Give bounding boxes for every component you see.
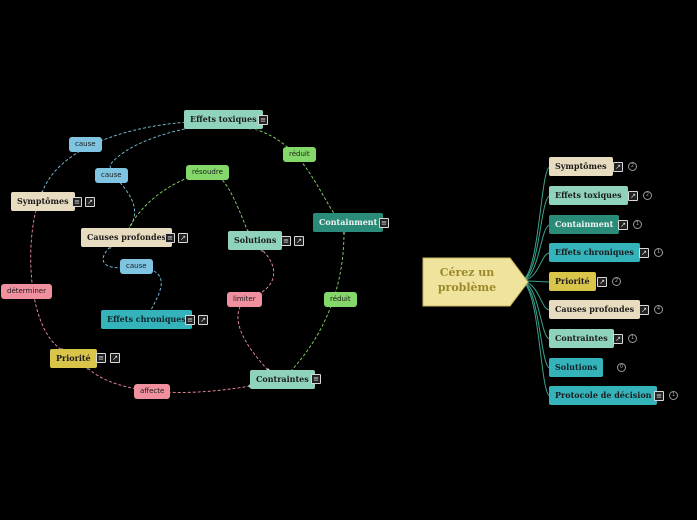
- external-link-icon[interactable]: [613, 162, 623, 172]
- note-icon[interactable]: [72, 197, 82, 207]
- child-count-badge[interactable]: 4: [654, 305, 663, 314]
- edge-label-affecte[interactable]: affecte: [134, 384, 171, 399]
- central-topic[interactable]: Cérez un problème: [422, 257, 530, 307]
- central-topic-label: Cérez un problème: [437, 266, 497, 294]
- note-icon[interactable]: [311, 374, 321, 384]
- child-count-badge[interactable]: 2: [612, 277, 621, 286]
- external-link-icon[interactable]: [110, 353, 120, 363]
- child-count-badge[interactable]: 2: [643, 191, 652, 200]
- note-icon[interactable]: [379, 218, 389, 228]
- child-count-badge[interactable]: 1: [654, 248, 663, 257]
- edge-label-resoudre[interactable]: résoudre: [186, 165, 229, 180]
- branch-protocole-de-decision[interactable]: Protocole de décision: [549, 386, 658, 405]
- edge-causes-effets-chroniques: [102, 246, 162, 313]
- child-count-badge[interactable]: 0: [617, 363, 626, 372]
- node-solutions[interactable]: Solutions: [228, 231, 283, 250]
- edge-label-determiner[interactable]: déterminer: [1, 284, 52, 299]
- node-contraintes[interactable]: Contraintes: [250, 370, 315, 389]
- edge-contraintes-solutions: [237, 249, 275, 371]
- external-link-icon[interactable]: [613, 334, 623, 344]
- edge-label-cause-1[interactable]: cause: [69, 137, 102, 152]
- branch-symptomes[interactable]: Symptômes: [549, 157, 613, 176]
- external-link-icon[interactable]: [85, 197, 95, 207]
- external-link-icon[interactable]: [198, 315, 208, 325]
- child-count-badge[interactable]: 1: [628, 334, 637, 343]
- edge-effets-toxiques-containment: [249, 127, 336, 216]
- edge-label-reduit-2[interactable]: réduit: [324, 292, 357, 307]
- external-link-icon[interactable]: [178, 233, 188, 243]
- node-symptomes[interactable]: Symptômes: [11, 192, 75, 211]
- external-link-icon[interactable]: [628, 191, 638, 201]
- note-icon[interactable]: [165, 233, 175, 243]
- edge-label-cause-3[interactable]: cause: [120, 259, 153, 274]
- child-count-badge[interactable]: 2: [628, 162, 637, 171]
- edge-solutions-causes: [127, 171, 249, 233]
- node-priorite[interactable]: Priorité: [50, 349, 97, 368]
- branch-causes-profondes[interactable]: Causes profondes: [549, 300, 641, 319]
- external-link-icon[interactable]: [294, 236, 304, 246]
- external-link-icon[interactable]: [618, 220, 628, 230]
- note-icon[interactable]: [96, 353, 106, 363]
- edge-containment-contraintes: [289, 231, 345, 373]
- note-icon[interactable]: [654, 391, 664, 401]
- note-icon[interactable]: [281, 236, 291, 246]
- external-link-icon[interactable]: [597, 277, 607, 287]
- branch-contraintes[interactable]: Contraintes: [549, 329, 614, 348]
- branch-priorite[interactable]: Priorité: [549, 272, 596, 291]
- branch-containment[interactable]: Containment: [549, 215, 620, 234]
- edge-causes-effets-toxiques: [109, 126, 196, 231]
- child-count-badge[interactable]: 1: [633, 220, 642, 229]
- node-effets-chroniques[interactable]: Effets chroniques: [101, 310, 192, 329]
- branch-effets-toxiques[interactable]: Effets toxiques: [549, 186, 628, 205]
- edge-label-cause-2[interactable]: cause: [95, 168, 128, 183]
- note-icon[interactable]: [258, 115, 268, 125]
- edge-label-limiter[interactable]: limiter: [227, 292, 262, 307]
- branch-effets-chroniques[interactable]: Effets chroniques: [549, 243, 640, 262]
- note-icon[interactable]: [185, 315, 195, 325]
- node-causes-profondes[interactable]: Causes profondes: [81, 228, 173, 247]
- node-containment[interactable]: Containment: [313, 213, 384, 232]
- edge-symptomes-priorite: [30, 209, 63, 351]
- edge-label-reduit-1[interactable]: réduit: [283, 147, 316, 162]
- external-link-icon[interactable]: [639, 248, 649, 258]
- edge-priorite-contraintes: [87, 367, 251, 393]
- external-link-icon[interactable]: [639, 305, 649, 315]
- child-count-badge[interactable]: 1: [669, 391, 678, 400]
- node-effets-toxiques[interactable]: Effets toxiques: [184, 110, 263, 129]
- central-topic-shape: [422, 257, 529, 307]
- branch-solutions[interactable]: Solutions: [549, 358, 604, 377]
